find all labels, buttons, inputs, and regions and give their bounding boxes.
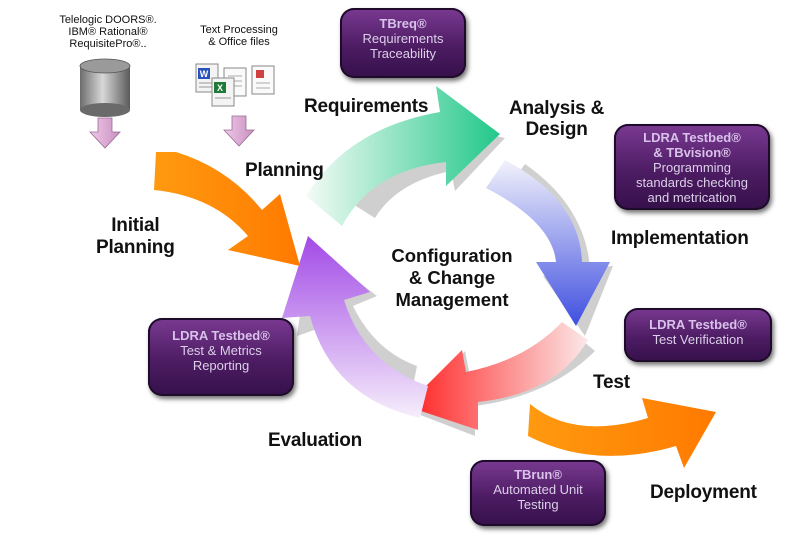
down-arrow-icon	[89, 117, 121, 149]
down-arrow-icon	[223, 115, 255, 147]
excel-document-icon: X	[211, 77, 235, 107]
center-title: Configuration & Change Management	[391, 245, 513, 310]
office-files-label: Text Processing & Office files	[200, 24, 278, 48]
office-files-icons: W X	[195, 63, 275, 107]
deployment-arrow	[528, 398, 716, 468]
tbvision-box: LDRA Testbed® & TBvision® Programming st…	[614, 124, 770, 210]
phase-implementation: Implementation	[611, 228, 749, 249]
phase-initial-planning: Initial Planning	[96, 215, 175, 258]
tbrun-box: TBrun® Automated Unit Testing	[470, 460, 606, 526]
phase-requirements: Requirements	[304, 96, 429, 117]
implementation-arrow	[486, 160, 610, 326]
database-icon	[79, 58, 131, 117]
svg-text:X: X	[217, 83, 223, 93]
tbreq-box: TBreq® Requirements Traceability	[340, 8, 466, 78]
test-verification-box: LDRA Testbed® Test Verification	[624, 308, 772, 362]
evaluation-arrow	[282, 236, 428, 418]
phase-deployment: Deployment	[650, 482, 757, 503]
phase-evaluation: Evaluation	[268, 430, 363, 451]
document-icon	[251, 65, 275, 95]
phase-planning: Planning	[245, 160, 324, 181]
requirements-tools-label: Telelogic DOORS®. IBM® Rational® Requisi…	[59, 14, 157, 50]
test-arrow	[406, 322, 588, 430]
test-metrics-reporting-box: LDRA Testbed® Test & Metrics Reporting	[148, 318, 294, 396]
phase-analysis-design: Analysis & Design	[509, 98, 605, 140]
phase-test: Test	[593, 372, 630, 393]
initial-planning-arrow	[154, 152, 300, 266]
svg-text:W: W	[200, 69, 209, 79]
requirements-arrow	[306, 86, 500, 226]
